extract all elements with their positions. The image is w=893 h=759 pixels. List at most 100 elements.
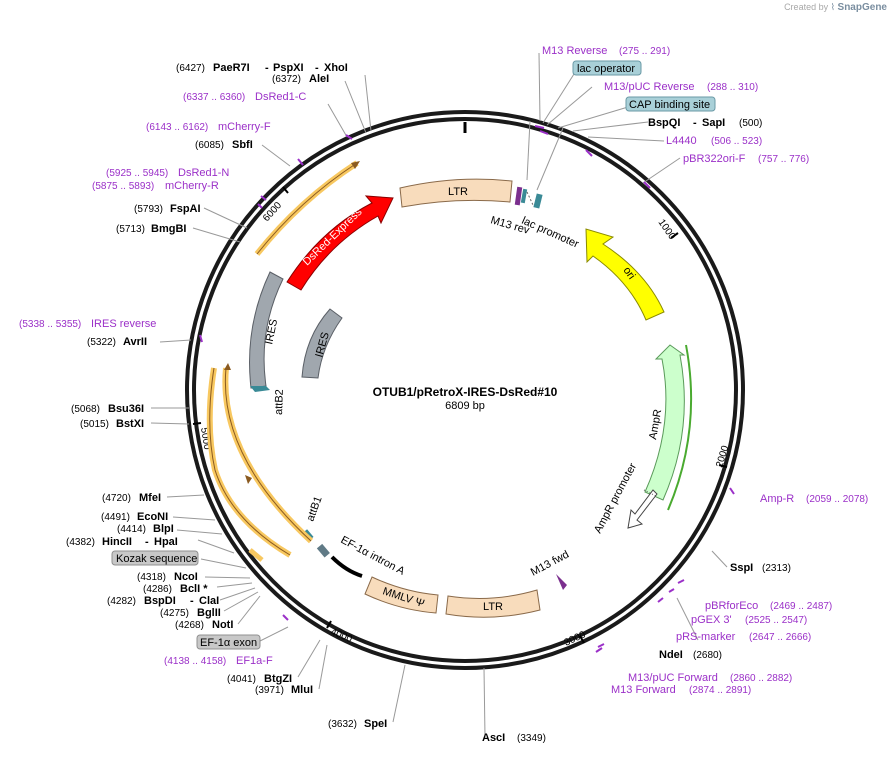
connector-lines	[150, 52, 728, 738]
enzyme-bsu36i[interactable]: Bsu36I	[108, 403, 144, 415]
lac-promoter-dash	[526, 191, 534, 206]
enzyme-sapi[interactable]: SapI	[702, 117, 725, 129]
ltr-bottom-feature[interactable]	[445, 589, 541, 618]
primer-pbr322ori-f[interactable]: pBR322ori-F	[683, 153, 746, 165]
primer-dsred1-c-range: (6337 .. 6360)	[183, 92, 245, 103]
enzyme-bmgbi-pos: (5713)	[116, 224, 145, 235]
primer-mcherry-f[interactable]: mCherry-F	[218, 121, 271, 133]
ampr-label: AmpR	[647, 408, 664, 440]
enzyme-blpi[interactable]: BlpI	[153, 523, 174, 535]
primer-m13puc-reverse[interactable]: M13/pUC Reverse	[604, 81, 694, 93]
ires-outer-feature[interactable]	[249, 271, 284, 389]
ampr-highlight	[667, 344, 693, 511]
enzyme-ncoi[interactable]: NcoI	[174, 571, 198, 583]
enzyme-alei[interactable]: AleI	[309, 73, 329, 85]
enzyme-ndei-pos: (2680)	[693, 650, 722, 661]
enzyme-fspai[interactable]: FspAI	[170, 203, 201, 215]
plasmid-backbone	[185, 110, 745, 670]
primer-l4440-range: (506 .. 523)	[711, 136, 762, 147]
enzyme-bmgbi[interactable]: BmgBI	[151, 223, 186, 235]
dsred-express-label: DsRed-Express	[301, 206, 365, 268]
enzyme-sep-dash: -	[315, 62, 319, 74]
primer-labels: M13 Reverse (275 .. 291) M13/pUC Reverse…	[19, 45, 868, 696]
enzyme-avrii[interactable]: AvrII	[123, 336, 147, 348]
primer-mcherry-f-range: (6143 .. 6162)	[146, 122, 208, 133]
enzyme-econi[interactable]: EcoNI	[137, 511, 168, 523]
enzyme-pspxi[interactable]: PspXI	[273, 62, 304, 74]
primer-m13puc-forward[interactable]: M13/pUC Forward	[628, 672, 718, 684]
enzyme-hpai[interactable]: HpaI	[154, 536, 178, 548]
enzyme-bglii[interactable]: BglII	[197, 607, 221, 619]
enzyme-bspdi[interactable]: BspDI	[144, 595, 176, 607]
primer-m13-reverse[interactable]: M13 Reverse	[542, 45, 607, 57]
primer-dsred1-n-range: (5925 .. 5945)	[106, 168, 168, 179]
created-by-text: Created by	[784, 2, 829, 12]
m13-fwd-feature[interactable]	[556, 574, 567, 590]
enzyme-sbfi[interactable]: SbfI	[232, 139, 253, 151]
enzyme-hincii[interactable]: HincII	[102, 536, 132, 548]
lac-operator-box[interactable]: lac operator	[577, 63, 635, 75]
plasmid-name: OTUB1/pRetroX-IRES-DsRed#10	[373, 385, 558, 399]
enzyme-paer7i[interactable]: PaeR7I	[213, 62, 250, 74]
primer-ires-reverse[interactable]: IRES reverse	[91, 318, 156, 330]
cap-binding-site-box[interactable]: CAP binding site	[629, 99, 710, 111]
enzyme-mfei[interactable]: MfeI	[139, 492, 161, 504]
primer-pbr322ori-f-range: (757 .. 776)	[758, 154, 809, 165]
enzyme-bspqi[interactable]: BspQI	[648, 117, 680, 129]
primer-mcherry-r-range: (5875 .. 5893)	[92, 181, 154, 192]
enzyme-mlui[interactable]: MluI	[291, 684, 313, 696]
attb1-label: attB1	[305, 495, 325, 523]
snapgene-branding: Created by ⌇ SnapGene	[784, 2, 887, 13]
enzyme-labels: (6427) PaeR7I - PspXI - XhoI (6372) AleI…	[66, 62, 791, 744]
primer-m13-forward[interactable]: M13 Forward	[611, 684, 676, 696]
attb2-label: attB2	[273, 389, 286, 415]
primer-ires-reverse-range: (5338 .. 5355)	[19, 319, 81, 330]
enzyme-bcli[interactable]: BclI *	[180, 583, 208, 595]
primer-pgex3[interactable]: pGEX 3'	[691, 614, 732, 626]
enzyme-noti-pos: (4268)	[175, 620, 204, 631]
enzyme-spei[interactable]: SpeI	[364, 718, 387, 730]
plasmid-size: 6809 bp	[445, 400, 485, 412]
ef1a-exon-box[interactable]: EF-1α exon	[200, 637, 257, 649]
dsred-express-feature[interactable]	[286, 195, 394, 291]
ampr-feature[interactable]	[644, 344, 686, 501]
enzyme-btgzi[interactable]: BtgZI	[264, 673, 292, 685]
enzyme-noti[interactable]: NotI	[212, 619, 233, 631]
orf-highlights	[206, 160, 360, 562]
enzyme-bsu36i-pos: (5068)	[71, 404, 100, 415]
ampr-promoter-feature[interactable]	[627, 489, 658, 529]
attb1-feature[interactable]	[316, 543, 330, 558]
ltr-top-feature[interactable]	[399, 178, 513, 208]
lac-operator-mark[interactable]	[520, 188, 528, 204]
ef1a-intron-feature[interactable]	[330, 555, 363, 578]
enzyme-sspi[interactable]: SspI	[730, 562, 753, 574]
primer-amp-r[interactable]: Amp-R	[760, 493, 794, 505]
ires-inner-feature[interactable]	[301, 308, 343, 379]
ires-outer-label: IRES	[263, 318, 280, 346]
mmlv-psi-feature[interactable]	[364, 576, 439, 614]
enzyme-econi-pos: (4491)	[101, 512, 130, 523]
primer-pbrforeco[interactable]: pBRforEco	[705, 600, 758, 612]
ori-feature[interactable]	[585, 228, 665, 321]
m13-rev-mark[interactable]	[514, 186, 523, 206]
enzyme-clai[interactable]: ClaI	[199, 595, 219, 607]
primer-m13puc-reverse-range: (288 .. 310)	[707, 82, 758, 93]
ori-label: ori	[621, 265, 638, 282]
primer-dsred1-c[interactable]: DsRed1-C	[255, 91, 306, 103]
kozak-sequence-box[interactable]: Kozak sequence	[116, 553, 197, 565]
primer-l4440[interactable]: L4440	[666, 135, 697, 147]
cap-site-mark[interactable]	[533, 193, 543, 209]
primer-dsred1-n[interactable]: DsRed1-N	[178, 167, 229, 179]
tick-4000: 4000	[329, 627, 354, 646]
enzyme-xhoi[interactable]: XhoI	[324, 62, 348, 74]
primer-m13-reverse-range: (275 .. 291)	[619, 46, 670, 57]
primer-ef1a-f[interactable]: EF1a-F	[236, 655, 273, 667]
primer-prs-marker[interactable]: pRS-marker	[676, 631, 736, 643]
enzyme-asci[interactable]: AscI	[482, 732, 505, 744]
attb2-feature[interactable]	[250, 386, 270, 392]
primer-mcherry-r[interactable]: mCherry-R	[165, 180, 219, 192]
enzyme-hincii-pos: (4382)	[66, 537, 95, 548]
enzyme-bstxi[interactable]: BstXI	[116, 418, 144, 430]
enzyme-ndei[interactable]: NdeI	[659, 649, 683, 661]
